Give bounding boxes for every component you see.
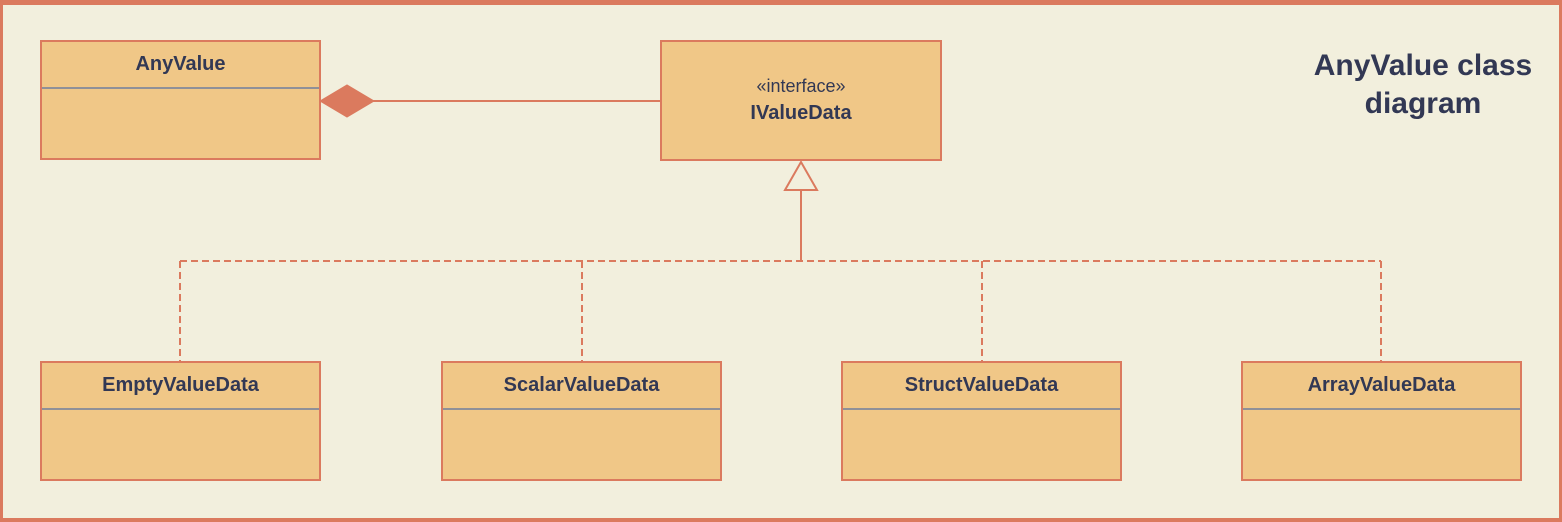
class-box-arrayvaluedata[interactable]: ArrayValueData (1241, 361, 1522, 481)
class-box-structvaluedata[interactable]: StructValueData (841, 361, 1122, 481)
inheritance-triangle[interactable] (783, 159, 819, 191)
class-name-emptyvaluedata: EmptyValueData (42, 363, 319, 410)
class-box-anyvalue[interactable]: AnyValue (40, 40, 321, 160)
interface-stereotype: «interface» (756, 76, 846, 96)
class-box-emptyvaluedata[interactable]: EmptyValueData (40, 361, 321, 481)
class-compartment-anyvalue (42, 89, 319, 158)
class-compartment-structvaluedata (843, 410, 1120, 479)
class-compartment-scalarvaluedata (443, 410, 720, 479)
class-name-anyvalue: AnyValue (42, 42, 319, 89)
class-box-scalarvaluedata[interactable]: ScalarValueData (441, 361, 722, 481)
diagram-title: AnyValue class diagram (1313, 49, 1533, 120)
class-compartment-arrayvaluedata (1243, 410, 1520, 479)
interface-name: IValueData (750, 102, 852, 124)
class-name-arrayvaluedata: ArrayValueData (1243, 363, 1520, 410)
composition-diamond[interactable] (319, 84, 375, 118)
class-name-scalarvaluedata: ScalarValueData (443, 363, 720, 410)
interface-box-ivaluedata[interactable]: «interface» IValueData (660, 40, 942, 161)
class-name-structvaluedata: StructValueData (843, 363, 1120, 410)
class-compartment-emptyvaluedata (42, 410, 319, 479)
